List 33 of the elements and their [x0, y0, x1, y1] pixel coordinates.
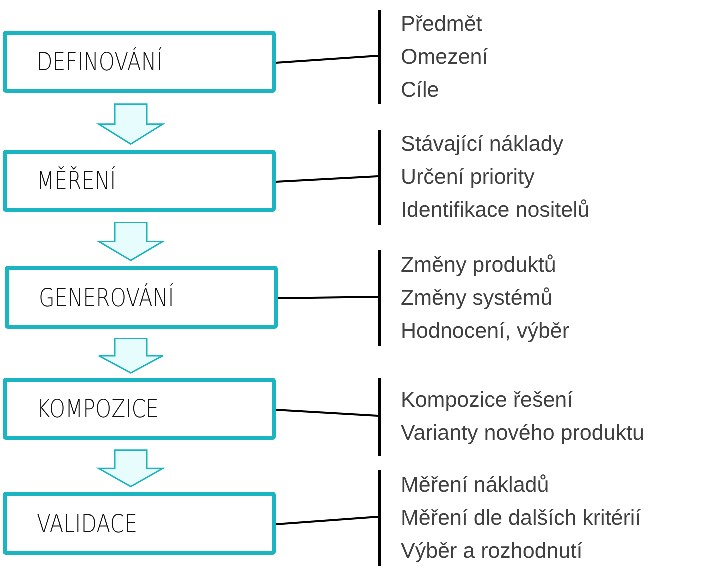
- process-box: [3, 31, 276, 93]
- connector-line: [276, 516, 378, 526]
- process-box: [3, 378, 276, 440]
- step-title: VALIDACE: [37, 509, 138, 538]
- step-title: DEFINOVÁNÍ: [37, 48, 163, 76]
- step-title: MĚŘENÍ: [37, 166, 116, 196]
- process-box: [5, 266, 278, 329]
- list-item: Varianty nového produktu: [401, 420, 644, 446]
- block-arrow: [98, 338, 164, 374]
- step-title: KOMPOZICE: [37, 394, 159, 424]
- block-arrow: [96, 104, 166, 146]
- list-item: Změny produktů: [401, 252, 556, 278]
- connector-line: [276, 409, 378, 417]
- block-arrow: [96, 222, 166, 262]
- list-item: Měření nákladů: [401, 472, 550, 498]
- step-title: GENEROVÁNÍ: [39, 283, 174, 312]
- list-item: Stávající náklady: [401, 131, 564, 157]
- list-item: Identifikace nositelů: [401, 197, 590, 223]
- list-item: Měření dle dalších kritérií: [401, 504, 642, 530]
- list-item: Omezení: [401, 44, 488, 70]
- list-item: Předmět: [401, 10, 482, 36]
- list-item: Změny systémů: [401, 284, 553, 310]
- list-item: Hodnocení, výběr: [401, 318, 570, 344]
- connector-line: [276, 55, 378, 64]
- block-arrow: [96, 450, 166, 488]
- list-item: Cíle: [401, 76, 440, 102]
- process-box: [3, 492, 276, 555]
- process-box: [3, 150, 276, 212]
- connector-line: [276, 176, 378, 183]
- list-item: Určení priority: [401, 164, 535, 190]
- list-item: Kompozice řešení: [401, 387, 574, 413]
- list-item: Výběr a rozhodnutí: [401, 538, 583, 564]
- connector-line: [278, 296, 378, 300]
